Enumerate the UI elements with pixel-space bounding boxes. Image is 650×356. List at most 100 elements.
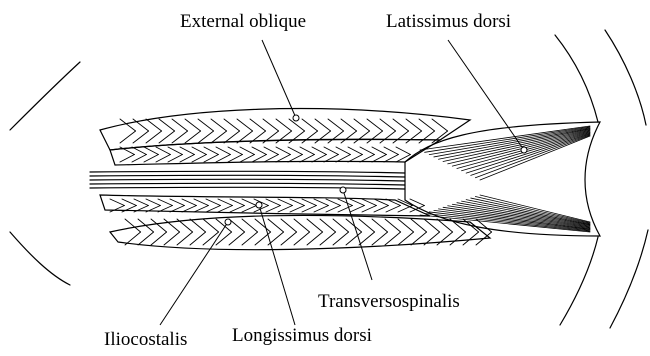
body-outline-lower-right-2 bbox=[610, 230, 648, 328]
fiber-line bbox=[192, 155, 206, 163]
fiber-line bbox=[350, 199, 364, 206]
fiber-line bbox=[419, 119, 435, 131]
fiber-line bbox=[138, 219, 154, 232]
latissimus-fiber-lines bbox=[420, 126, 590, 232]
fiber-line bbox=[144, 155, 158, 163]
fiber-line bbox=[380, 131, 396, 143]
fiber-line bbox=[290, 206, 304, 213]
fiber-line bbox=[110, 199, 124, 206]
fiber-line bbox=[320, 232, 336, 245]
fiber-line bbox=[384, 155, 398, 163]
fiber-line bbox=[180, 147, 194, 155]
fiber-line bbox=[276, 147, 290, 155]
fiber-line bbox=[288, 155, 302, 163]
fiber-line bbox=[216, 155, 230, 163]
fiber-line bbox=[463, 232, 479, 245]
spine-strand-3 bbox=[90, 179, 405, 181]
fiber-line bbox=[206, 206, 220, 213]
fiber-line bbox=[203, 232, 219, 245]
body-outline-upper-left bbox=[10, 62, 80, 130]
body-outline-upper-right-1 bbox=[555, 35, 598, 122]
fiber-line bbox=[328, 131, 344, 143]
fiber-line bbox=[120, 131, 136, 143]
fiber-line bbox=[218, 206, 232, 213]
fiber-line bbox=[185, 131, 201, 143]
fiber-line bbox=[240, 155, 254, 163]
fiber-line bbox=[268, 219, 284, 232]
fiber-line bbox=[198, 119, 214, 131]
fiber-line bbox=[156, 147, 170, 155]
fiber-line bbox=[289, 131, 305, 143]
label-external-oblique: External oblique bbox=[180, 12, 306, 31]
fiber-line bbox=[384, 147, 398, 155]
fiber-line bbox=[385, 219, 401, 232]
fiber-line bbox=[182, 206, 196, 213]
fiber-line bbox=[348, 147, 362, 155]
fiber-line bbox=[190, 232, 206, 245]
fiber-line bbox=[341, 131, 357, 143]
fiber-line bbox=[315, 131, 331, 143]
fiber-line bbox=[288, 147, 302, 155]
fiber-line bbox=[396, 155, 410, 163]
fiber-line bbox=[211, 119, 227, 131]
marker-iliocostalis bbox=[225, 219, 231, 225]
body-outline-lower-left bbox=[10, 232, 70, 285]
fiber-line bbox=[450, 232, 466, 245]
fiber-line bbox=[120, 155, 134, 163]
fiber-line bbox=[312, 155, 326, 163]
external-oblique-outline bbox=[100, 109, 470, 150]
fiber-line bbox=[229, 232, 245, 245]
fiber-line bbox=[346, 232, 362, 245]
fiber-line bbox=[336, 147, 350, 155]
fiber-line bbox=[255, 219, 271, 232]
fiber-line bbox=[278, 206, 292, 213]
label-latissimus-dorsi: Latissimus dorsi bbox=[386, 12, 511, 31]
fiber-line bbox=[276, 155, 290, 163]
fiber-line bbox=[172, 119, 188, 131]
fiber-line bbox=[350, 206, 364, 213]
fiber-line bbox=[122, 199, 136, 206]
leader-latissimus-dorsi bbox=[448, 40, 524, 150]
fiber-line bbox=[125, 219, 141, 232]
spine-strand-4 bbox=[90, 183, 405, 185]
fiber-line bbox=[146, 199, 160, 206]
fiber-line bbox=[314, 199, 328, 206]
fiber-line bbox=[386, 206, 400, 213]
fiber-line bbox=[230, 199, 244, 206]
spine-strand-5 bbox=[90, 187, 405, 189]
fiber-line bbox=[362, 199, 376, 206]
fiber-line bbox=[190, 219, 206, 232]
fiber-line bbox=[242, 232, 258, 245]
leader-external-oblique bbox=[262, 40, 296, 118]
fiber-line bbox=[242, 206, 256, 213]
fiber-line bbox=[411, 219, 427, 232]
fiber-line bbox=[372, 147, 386, 155]
fiber-line bbox=[194, 206, 208, 213]
fiber-line bbox=[204, 155, 218, 163]
fiber-line bbox=[229, 219, 245, 232]
fiber-line bbox=[228, 147, 242, 155]
fiber-line bbox=[125, 232, 141, 245]
fiber-line bbox=[198, 131, 214, 143]
fiber-line bbox=[242, 199, 256, 206]
fiber-line bbox=[159, 131, 175, 143]
fiber-line bbox=[230, 206, 244, 213]
fiber-line bbox=[110, 206, 124, 213]
fiber-line bbox=[255, 232, 271, 245]
fiber-line bbox=[354, 131, 370, 143]
fiber-line bbox=[419, 131, 435, 143]
fiber-line bbox=[281, 232, 297, 245]
fiber-line bbox=[333, 219, 349, 232]
fiber-line bbox=[312, 147, 326, 155]
fiber-line bbox=[264, 155, 278, 163]
fiber-line bbox=[263, 119, 279, 131]
fiber-line bbox=[168, 155, 182, 163]
iliocostalis-outline bbox=[110, 215, 490, 249]
fiber-line bbox=[406, 131, 422, 143]
fiber-line bbox=[144, 147, 158, 155]
fiber-line bbox=[240, 147, 254, 155]
fiber-line bbox=[300, 155, 314, 163]
fiber-line bbox=[307, 232, 323, 245]
fan-fiber-line bbox=[425, 127, 590, 153]
fiber-line bbox=[393, 131, 409, 143]
